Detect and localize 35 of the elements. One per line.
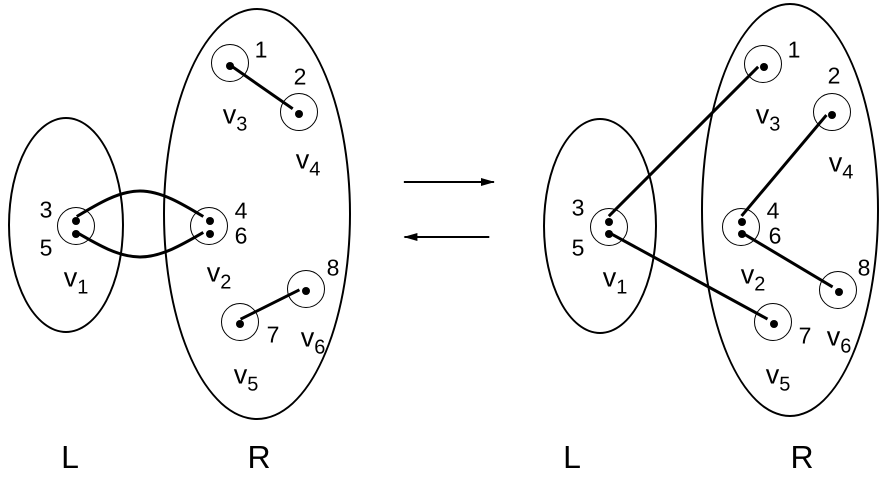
port-number: 8 [326, 256, 340, 280]
set-label: R [790, 441, 814, 473]
vertex-label: v$_{5}$ [766, 362, 790, 388]
vertex-label: v$_{4}$ [296, 146, 320, 174]
vertex-label: v$_{2}$ [740, 262, 766, 288]
vertex-label: v$_{1}$ [64, 264, 88, 292]
vertex-label: v$_{3}$ [756, 102, 780, 128]
port-number: 2 [294, 66, 306, 88]
edge-line [76, 190, 204, 218]
port-number: 4 [234, 200, 248, 222]
vertex-label: v$_{6}$ [300, 324, 326, 352]
vertex-label: v$_{2}$ [206, 260, 232, 286]
port-number: 7 [798, 324, 812, 348]
vertex-label: v$_{4}$ [828, 150, 854, 176]
vertex-label: v$_{1}$ [602, 264, 628, 292]
port-number: 1 [788, 38, 800, 62]
port-number: 4 [766, 200, 780, 222]
vertex-label: v$_{5}$ [234, 362, 258, 388]
set-label: R [247, 441, 271, 473]
set-label: L [61, 441, 79, 473]
port-number: 3 [572, 196, 584, 220]
port-number: 3 [40, 198, 52, 222]
port-number: 6 [234, 224, 248, 248]
arrow [403, 233, 490, 241]
port-number: 5 [40, 236, 52, 260]
set-label: L [563, 441, 581, 473]
port-number: 7 [266, 324, 280, 346]
port-number: 6 [768, 224, 782, 248]
port-number: 5 [572, 236, 584, 260]
arrow [404, 178, 495, 186]
port-number: 1 [254, 38, 268, 62]
port-number: 8 [858, 256, 870, 280]
vertex-label: v$_{6}$ [826, 324, 852, 350]
vertex-label: v$_{3}$ [222, 102, 248, 128]
port-number: 2 [828, 64, 840, 88]
